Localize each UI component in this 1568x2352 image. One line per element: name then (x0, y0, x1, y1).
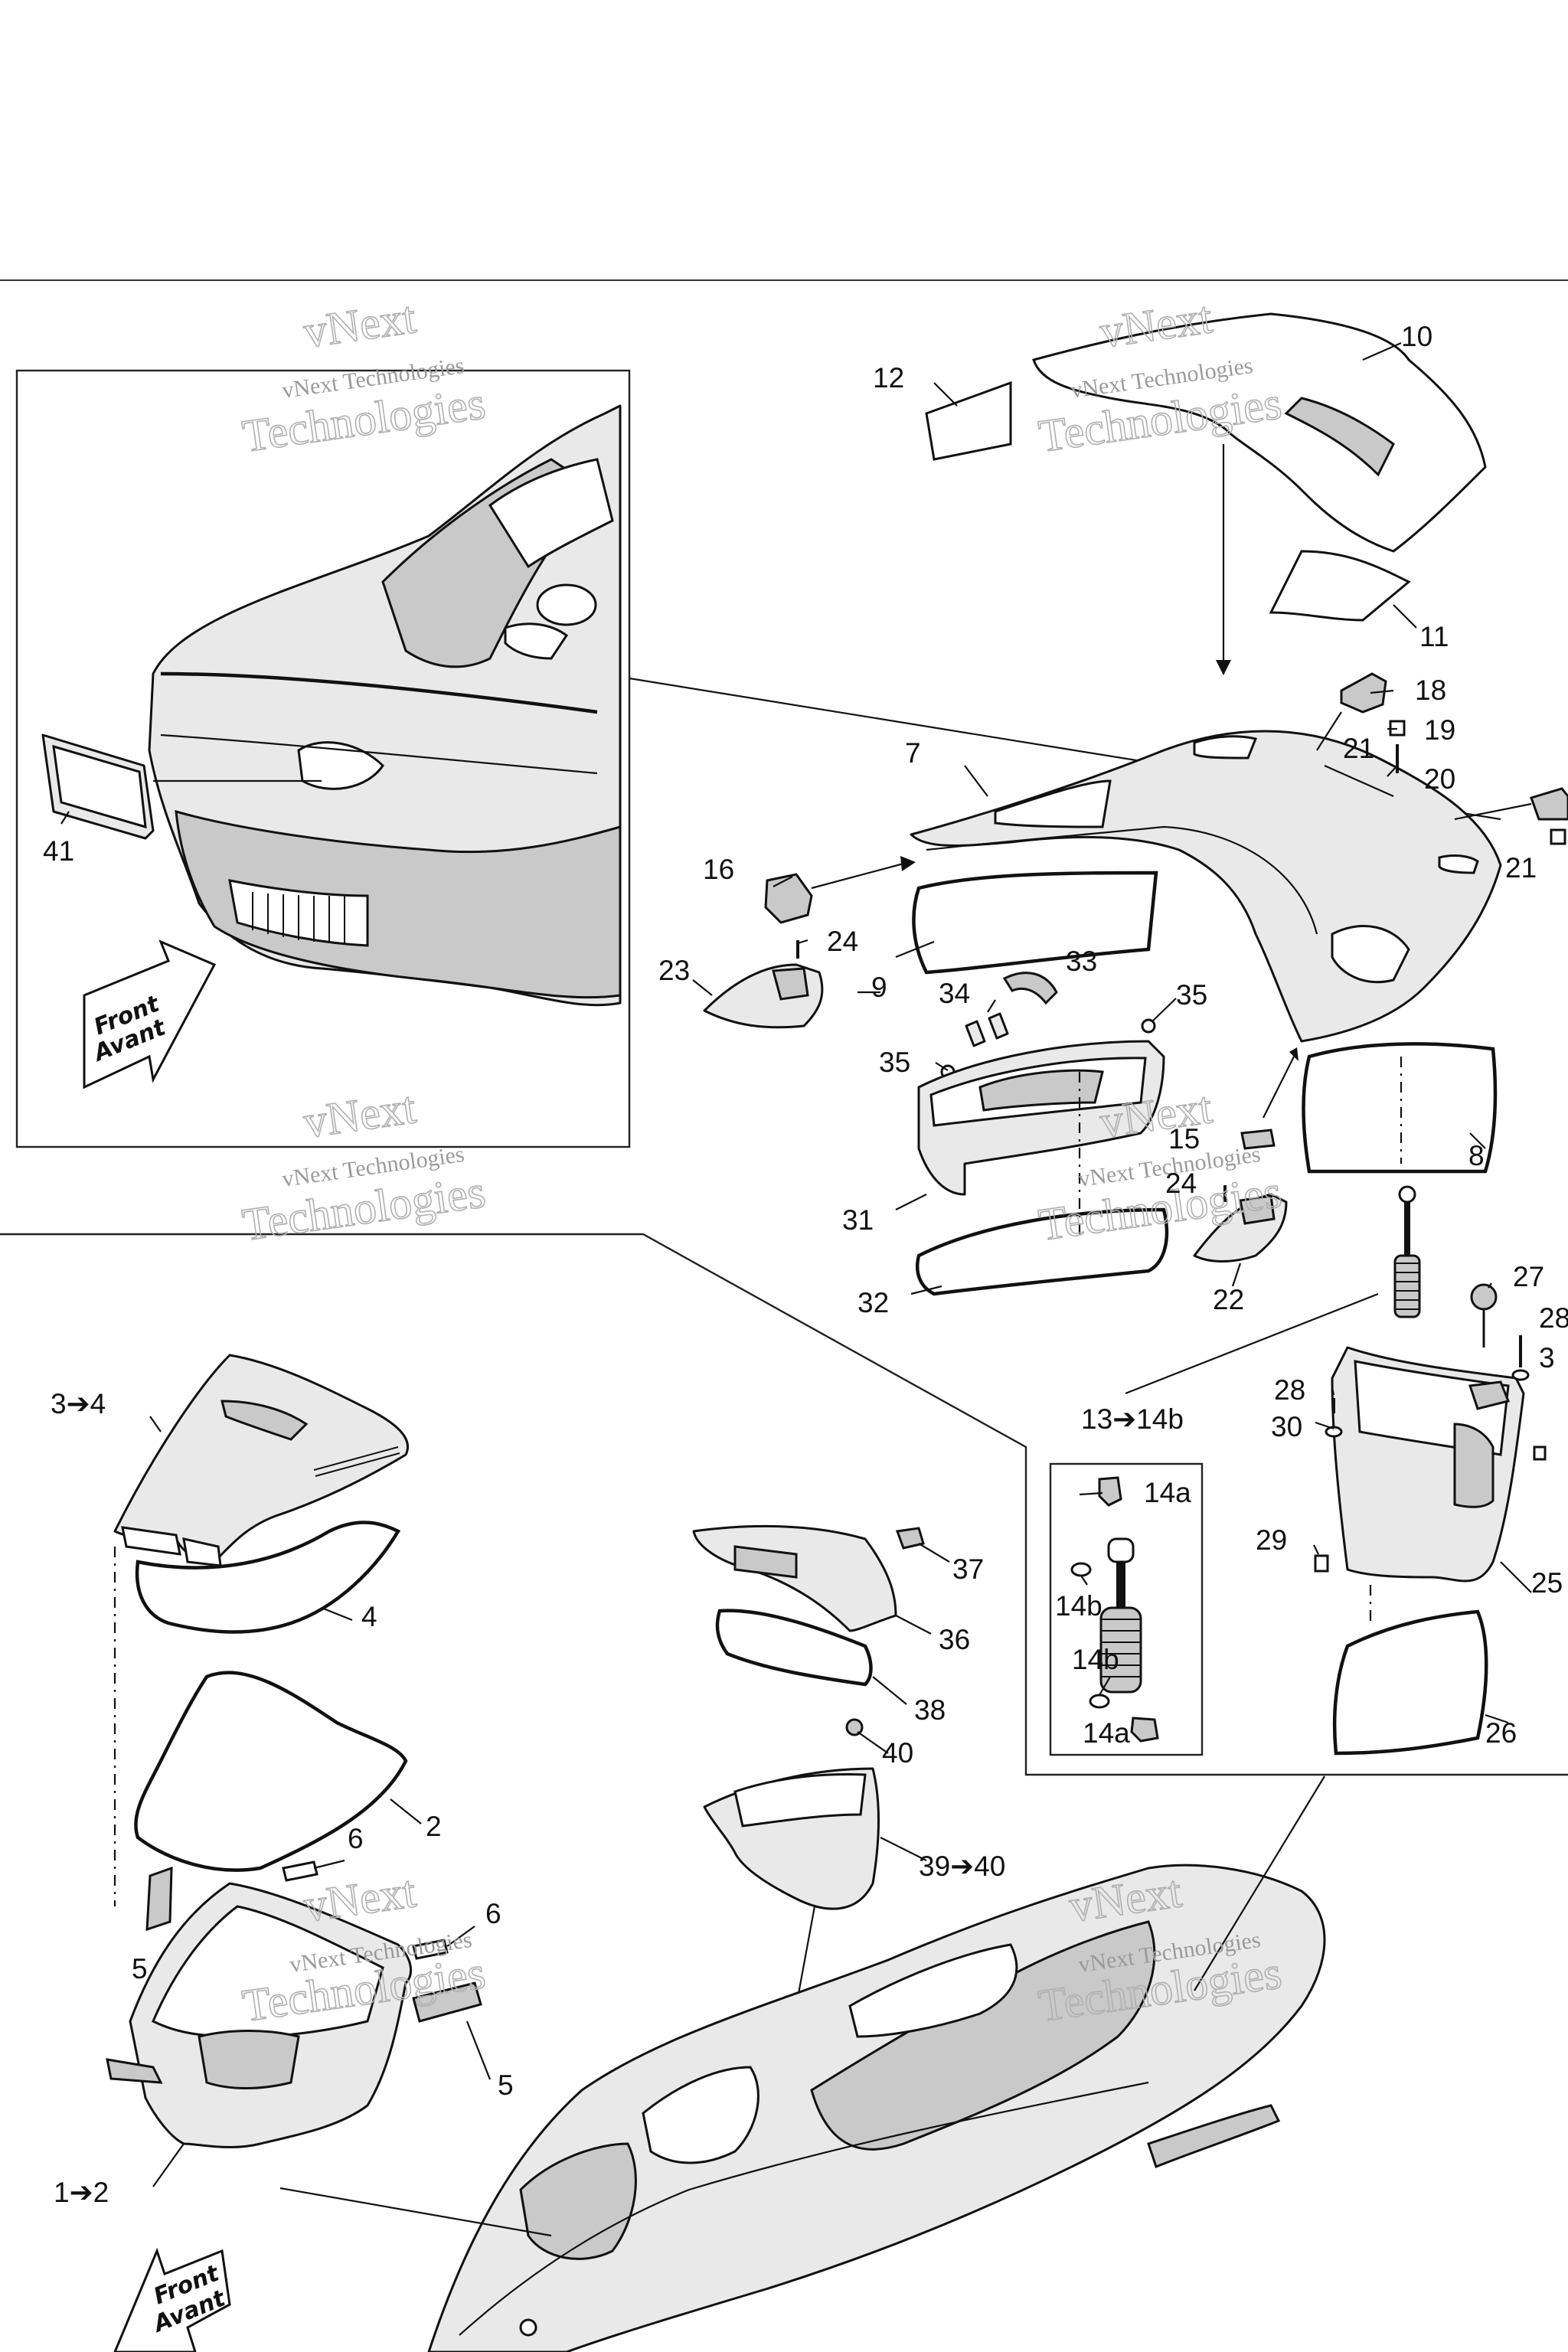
part-26-seal (1332, 1609, 1488, 1756)
glovebox-31-33-34-35 (915, 972, 1169, 1296)
callout-31: 31 (842, 1204, 874, 1236)
detail-box-14 (1049, 1462, 1204, 1756)
callout-40: 40 (882, 1737, 913, 1769)
part-2-seal (134, 1671, 408, 1872)
front-direction-arrow-inset (83, 939, 217, 1089)
callout-21-b: 21 (1505, 852, 1537, 884)
callout-14a-top: 14a (1144, 1477, 1191, 1508)
callout-7: 7 (905, 737, 921, 769)
callout-14b-left: 14b (1055, 1590, 1102, 1622)
callout-leader-lines (60, 341, 1532, 2187)
callout-18: 18 (1415, 675, 1446, 706)
callout-12: 12 (873, 362, 904, 394)
callout-35-a: 35 (1176, 979, 1207, 1011)
callout-24-a: 24 (827, 926, 858, 957)
hardware-18-19-20-21 (1316, 672, 1568, 845)
callout-14a-bottom: 14a (1083, 1717, 1130, 1749)
part-41-vent-cover (41, 733, 322, 840)
svg-text:vNext: vNext (301, 1082, 420, 1148)
svg-text:vNext: vNext (301, 292, 420, 358)
callout-28-a: 28 (1274, 1374, 1305, 1406)
storage-section-frame (0, 1233, 1568, 1776)
callout-15: 15 (1168, 1123, 1200, 1155)
callout-39: 39➔40 (919, 1851, 1005, 1882)
part-7-top-cover (910, 730, 1502, 1043)
rear-storage-bin-25 (1314, 1283, 1547, 1756)
callout-1: 1➔2 (54, 2177, 109, 2208)
callout-34: 34 (939, 978, 970, 1009)
callout-9: 9 (871, 972, 887, 1003)
callout-4: 4 (361, 1601, 377, 1632)
callout-5-a: 5 (132, 1953, 148, 1984)
callout-30: 30 (1271, 1411, 1302, 1442)
decal-kit-10-11-12 (925, 312, 1487, 622)
front-storage-bin-1 (106, 1882, 413, 2148)
callout-36: 36 (939, 1624, 970, 1655)
storage-bucket-39-40 (703, 1718, 880, 1910)
inset-frame-front-view (15, 369, 631, 1148)
callout-labels: 10 11 12 7 18 21 19 20 21 16 24 23 9 33 … (43, 321, 1568, 2208)
watercraft-overview (279, 1775, 1326, 2352)
callout-37: 37 (952, 1553, 984, 1585)
part-4-seal (135, 1521, 401, 1634)
callout-6-b: 6 (485, 1898, 501, 1929)
pads-5-fasteners-6 (145, 1860, 482, 2023)
callout-38: 38 (914, 1694, 946, 1726)
latch-16-23-24 (703, 856, 916, 1029)
callout-11: 11 (1419, 621, 1449, 652)
watermark-lower-left: vNext vNext Technologies Technologies (239, 1865, 489, 2031)
callout-35-b: 35 (879, 1047, 910, 1078)
watermark-mid-left: vNext vNext Technologies Technologies (239, 1081, 489, 1250)
callout-20: 20 (1424, 763, 1455, 795)
callout-29: 29 (1256, 1524, 1287, 1556)
callout-16: 16 (703, 854, 734, 885)
callout-21-a: 21 (1343, 733, 1374, 764)
callout-5-b: 5 (498, 2069, 514, 2101)
callout-22: 22 (1213, 1284, 1244, 1315)
gas-spring-detail-14 (1070, 1476, 1159, 1743)
front-storage-lid-3 (113, 1354, 409, 1567)
storage-cover-36-37-38 (692, 1524, 925, 1687)
callout-28-b: 28 (1539, 1302, 1568, 1334)
inset-hull-front-view (148, 404, 622, 1007)
part-38-seal (715, 1609, 873, 1687)
callout-41: 41 (43, 835, 74, 867)
callout-27: 27 (1513, 1261, 1544, 1292)
callout-8: 8 (1468, 1140, 1485, 1171)
part-32-seal (915, 1207, 1169, 1296)
latch-15-22-24 (1193, 1047, 1298, 1263)
callout-19: 19 (1424, 714, 1455, 746)
callout-3: 3➔4 (51, 1388, 106, 1419)
callout-32: 32 (858, 1287, 889, 1318)
front-direction-arrow-bottom (113, 2247, 231, 2352)
callout-13: 13➔14b (1081, 1403, 1184, 1435)
part-9-seal (912, 871, 1158, 975)
callout-14b-mid: 14b (1072, 1644, 1119, 1675)
part-13-gas-spring (1393, 1185, 1421, 1318)
callout-23: 23 (658, 955, 690, 986)
watermark-top-left: vNext vNext Technologies Technologies (239, 291, 489, 462)
callout-10: 10 (1401, 321, 1432, 352)
callout-33: 33 (1066, 946, 1097, 977)
callout-25: 25 (1531, 1567, 1563, 1599)
callout-24-b: 24 (1165, 1168, 1197, 1199)
callout-6-a: 6 (348, 1823, 364, 1854)
callout-2: 2 (426, 1811, 442, 1842)
svg-text:vNext: vNext (301, 1866, 420, 1932)
callout-3x: 3 (1539, 1342, 1555, 1374)
part-8-seal (1302, 1042, 1498, 1174)
callout-26: 26 (1485, 1717, 1517, 1749)
